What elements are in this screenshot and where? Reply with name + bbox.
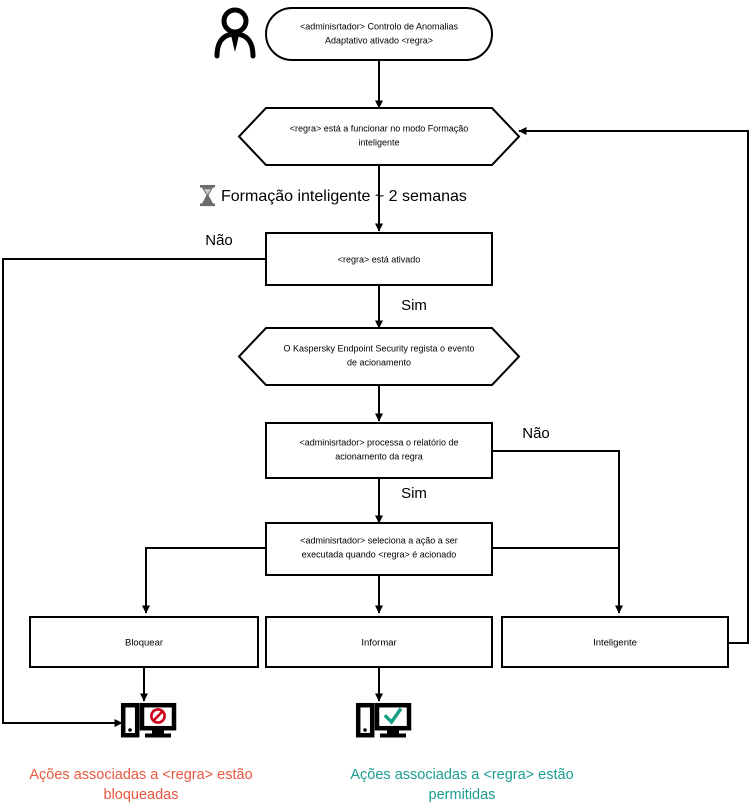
branch-label-yes-rule-enabled: Sim	[401, 297, 427, 314]
node-smart-training-line2: inteligente	[358, 137, 399, 147]
computer-blocked-icon	[120, 702, 177, 738]
branch-label-yes-report: Sim	[401, 485, 427, 502]
node-smart-training-line1: <regra> está a funcionar no modo Formaçã…	[290, 123, 469, 133]
node-action-smart-label: Inteligente	[593, 638, 637, 649]
computer-allowed-icon	[355, 702, 412, 738]
edge-report-no	[492, 450, 623, 614]
node-admin-selects-action-line2: executada quando <regra> é acionado	[302, 549, 457, 559]
person-icon	[214, 7, 256, 59]
hourglass-icon	[200, 185, 215, 207]
caption-blocked-line1: Ações associadas a <regra> estão	[29, 767, 252, 783]
node-event-logged-line2: de acionamento	[347, 357, 411, 367]
node-action-inform: Informar	[265, 616, 493, 668]
node-event-logged-line1: O Kaspersky Endpoint Security regista o …	[283, 343, 474, 353]
node-action-inform-label: Informar	[361, 638, 396, 649]
node-admin-selects-action-line1: <adminisrtador> seleciona a ação a ser	[300, 535, 458, 545]
node-smart-training: <regra> está a funcionar no modo Formaçã…	[237, 107, 521, 166]
caption-allowed: Ações associadas a <regra> estão permiti…	[350, 767, 573, 803]
node-rule-enabled: <regra> está ativado	[265, 232, 493, 286]
edge-rule-enabled-no	[2, 258, 266, 727]
edge-smart-feedback-loop	[518, 127, 749, 644]
caption-allowed-line1: Ações associadas a <regra> estão	[350, 767, 573, 783]
connectors	[2, 60, 749, 727]
node-action-block: Bloquear	[29, 616, 259, 668]
node-rule-enabled-line1: <regra> está ativado	[338, 254, 421, 264]
node-admin-processes-report-line2: acionamento da regra	[335, 451, 423, 461]
timer-annotation-text: Formação inteligente ~ 2 semanas	[221, 188, 467, 205]
branch-label-no-rule-enabled: Não	[205, 232, 233, 249]
node-admin-selects-action: <adminisrtador> seleciona a ação a ser e…	[265, 522, 493, 576]
node-start-line2: Adaptativo ativado <regra>	[325, 35, 433, 45]
timer-annotation: Formação inteligente ~ 2 semanas	[200, 185, 467, 207]
node-start-line1: <adminisrtador> Controlo de Anomalias	[300, 21, 459, 31]
edge-select-to-block	[142, 547, 266, 614]
node-start: <adminisrtador> Controlo de Anomalias Ad…	[265, 7, 493, 61]
caption-blocked-line2: bloqueadas	[104, 787, 179, 803]
node-admin-processes-report: <adminisrtador> processa o relatório de …	[265, 422, 493, 479]
caption-blocked: Ações associadas a <regra> estão bloquea…	[29, 767, 252, 803]
branch-label-no-report: Não	[522, 425, 550, 442]
node-event-logged: O Kaspersky Endpoint Security regista o …	[237, 327, 521, 386]
node-action-smart: Inteligente	[501, 616, 729, 668]
caption-allowed-line2: permitidas	[429, 787, 496, 803]
node-admin-processes-report-line1: <adminisrtador> processa o relatório de	[299, 437, 458, 447]
node-action-block-label: Bloquear	[125, 638, 163, 649]
